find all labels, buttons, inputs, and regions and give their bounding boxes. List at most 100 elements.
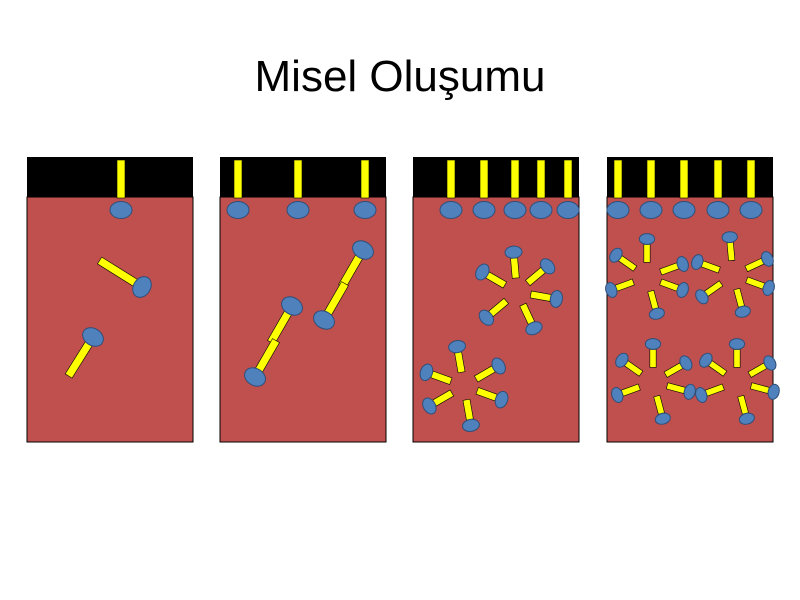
hydrophobic-tail bbox=[563, 159, 573, 199]
hydrophobic-tail bbox=[713, 159, 723, 199]
surfactant-molecule bbox=[244, 338, 280, 387]
surfactant-molecule bbox=[665, 382, 696, 400]
surfactant-molecule bbox=[97, 256, 152, 298]
hydrophilic-head bbox=[525, 321, 543, 336]
panel-2 bbox=[219, 157, 387, 443]
hydrophilic-head bbox=[695, 387, 708, 403]
panel-4 bbox=[605, 157, 780, 443]
hydrophilic-head bbox=[706, 201, 730, 219]
surface-surfactant-molecule bbox=[639, 159, 663, 219]
surface-surfactant-molecule bbox=[529, 159, 553, 219]
surfactant-molecule bbox=[504, 245, 523, 279]
surface-surfactant-molecule bbox=[286, 159, 310, 219]
hydrophilic-head bbox=[654, 412, 671, 425]
surface-surfactant-molecule bbox=[109, 159, 133, 219]
hydrophilic-head bbox=[611, 387, 624, 403]
hydrophilic-head bbox=[82, 327, 104, 347]
hydrophobic-tail bbox=[746, 159, 756, 199]
hydrophilic-head bbox=[281, 296, 303, 316]
hydrophilic-head bbox=[504, 245, 523, 259]
hydrophilic-head bbox=[439, 201, 463, 219]
hydrophilic-head bbox=[767, 383, 780, 400]
hydrophilic-head bbox=[556, 201, 580, 219]
hydrophilic-head bbox=[494, 390, 509, 409]
surfactant-molecule bbox=[448, 340, 466, 374]
micelle bbox=[695, 338, 780, 425]
water-region bbox=[219, 196, 387, 443]
hydrophilic-head bbox=[648, 307, 665, 320]
hydrophilic-head bbox=[739, 201, 763, 219]
micelle bbox=[475, 245, 563, 336]
hydrophilic-head bbox=[448, 340, 466, 354]
surfactant-molecule bbox=[659, 278, 689, 298]
hydrophilic-head bbox=[244, 367, 266, 387]
micelle bbox=[611, 338, 696, 425]
hydrophobic-tail bbox=[726, 241, 736, 262]
surfactant-molecule bbox=[475, 263, 508, 289]
hydrophilic-head bbox=[503, 201, 527, 219]
surfactant-molecule bbox=[529, 290, 563, 308]
micelle bbox=[691, 231, 775, 318]
surface-surfactant-molecule bbox=[472, 159, 496, 219]
surfactant-molecule bbox=[744, 251, 774, 273]
hydrophilic-head bbox=[699, 352, 713, 368]
hydrophobic-tail bbox=[293, 159, 303, 199]
hydrophilic-head bbox=[313, 310, 335, 330]
surfactant-molecule bbox=[478, 297, 509, 326]
surfactant-molecule bbox=[422, 389, 455, 415]
hydrophilic-head bbox=[676, 256, 689, 272]
hydrophilic-head bbox=[475, 263, 490, 281]
surface-surfactant-molecule bbox=[739, 159, 763, 219]
surfactant-molecule bbox=[462, 398, 480, 432]
air-region bbox=[27, 157, 193, 197]
hydrophobic-tail bbox=[679, 159, 689, 199]
air-region bbox=[607, 157, 773, 197]
surface-surfactant-molecule bbox=[606, 159, 630, 219]
air-region bbox=[413, 157, 579, 197]
surfactant-molecule bbox=[695, 280, 724, 305]
hydrophobic-tail bbox=[613, 159, 623, 199]
hydrophilic-head bbox=[109, 201, 133, 219]
hydrophilic-head bbox=[605, 282, 618, 298]
surface-surfactant-molecule bbox=[226, 159, 250, 219]
surface-surfactant-molecule bbox=[672, 159, 696, 219]
surface-surfactant-molecule bbox=[353, 159, 377, 219]
panel-3 bbox=[412, 157, 580, 443]
hydrophilic-head bbox=[132, 276, 152, 298]
hydrophilic-head bbox=[721, 231, 738, 244]
hydrophilic-head bbox=[762, 280, 775, 296]
surface-surfactant-molecule bbox=[556, 159, 580, 219]
hydrophilic-head bbox=[734, 305, 751, 318]
hydrophilic-head bbox=[763, 355, 777, 371]
water-region bbox=[606, 196, 774, 443]
hydrophobic-tail bbox=[649, 349, 657, 368]
surfactant-molecule bbox=[419, 363, 453, 385]
micelle bbox=[605, 233, 689, 320]
surfactant-molecule bbox=[313, 281, 349, 330]
hydrophobic-tail bbox=[510, 159, 520, 199]
hydrophobic-tail bbox=[360, 159, 370, 199]
surfactant-molecule bbox=[519, 302, 543, 336]
surfactant-molecule bbox=[338, 240, 374, 289]
surfactant-molecule bbox=[609, 247, 638, 272]
surfactant-molecule bbox=[728, 338, 746, 368]
hydrophilic-head bbox=[226, 201, 250, 219]
surfactant-molecule bbox=[659, 256, 689, 276]
hydrophobic-tail bbox=[510, 257, 520, 279]
hydrophilic-head bbox=[491, 357, 506, 375]
surfactant-molecule bbox=[691, 254, 721, 274]
hydrophilic-head bbox=[615, 352, 629, 368]
surfactant-molecule bbox=[737, 394, 755, 425]
hydrophilic-head bbox=[683, 383, 696, 400]
hydrophilic-head bbox=[691, 254, 704, 270]
surface-surfactant-molecule bbox=[706, 159, 730, 219]
hydrophilic-head bbox=[478, 309, 494, 326]
air-region bbox=[220, 157, 386, 197]
hydrophilic-head bbox=[609, 247, 623, 263]
hydrophilic-head bbox=[639, 201, 663, 219]
surfactant-molecule bbox=[605, 278, 635, 298]
hydrophilic-head bbox=[644, 338, 662, 350]
surfactant-molecule bbox=[721, 231, 738, 262]
surface-surfactant-molecule bbox=[503, 159, 527, 219]
